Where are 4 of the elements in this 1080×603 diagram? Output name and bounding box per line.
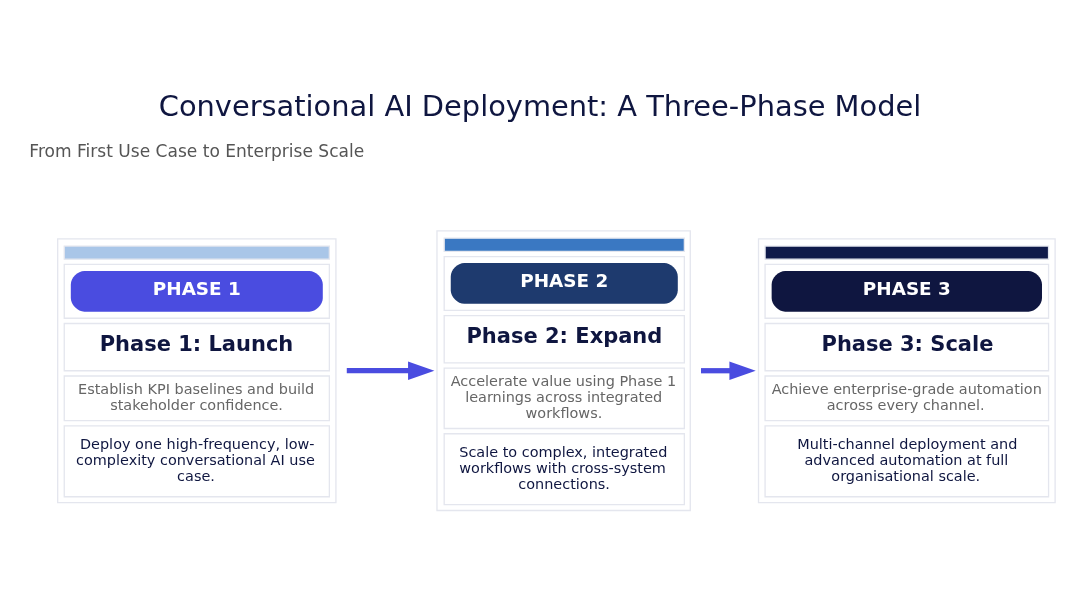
arrow	[701, 361, 756, 380]
diagram-title: Conversational AI Deployment: A Three-Phase Model	[158, 88, 922, 123]
label: From First Use Case to Enterprise Scale	[29, 141, 365, 162]
arrow	[346, 361, 435, 380]
